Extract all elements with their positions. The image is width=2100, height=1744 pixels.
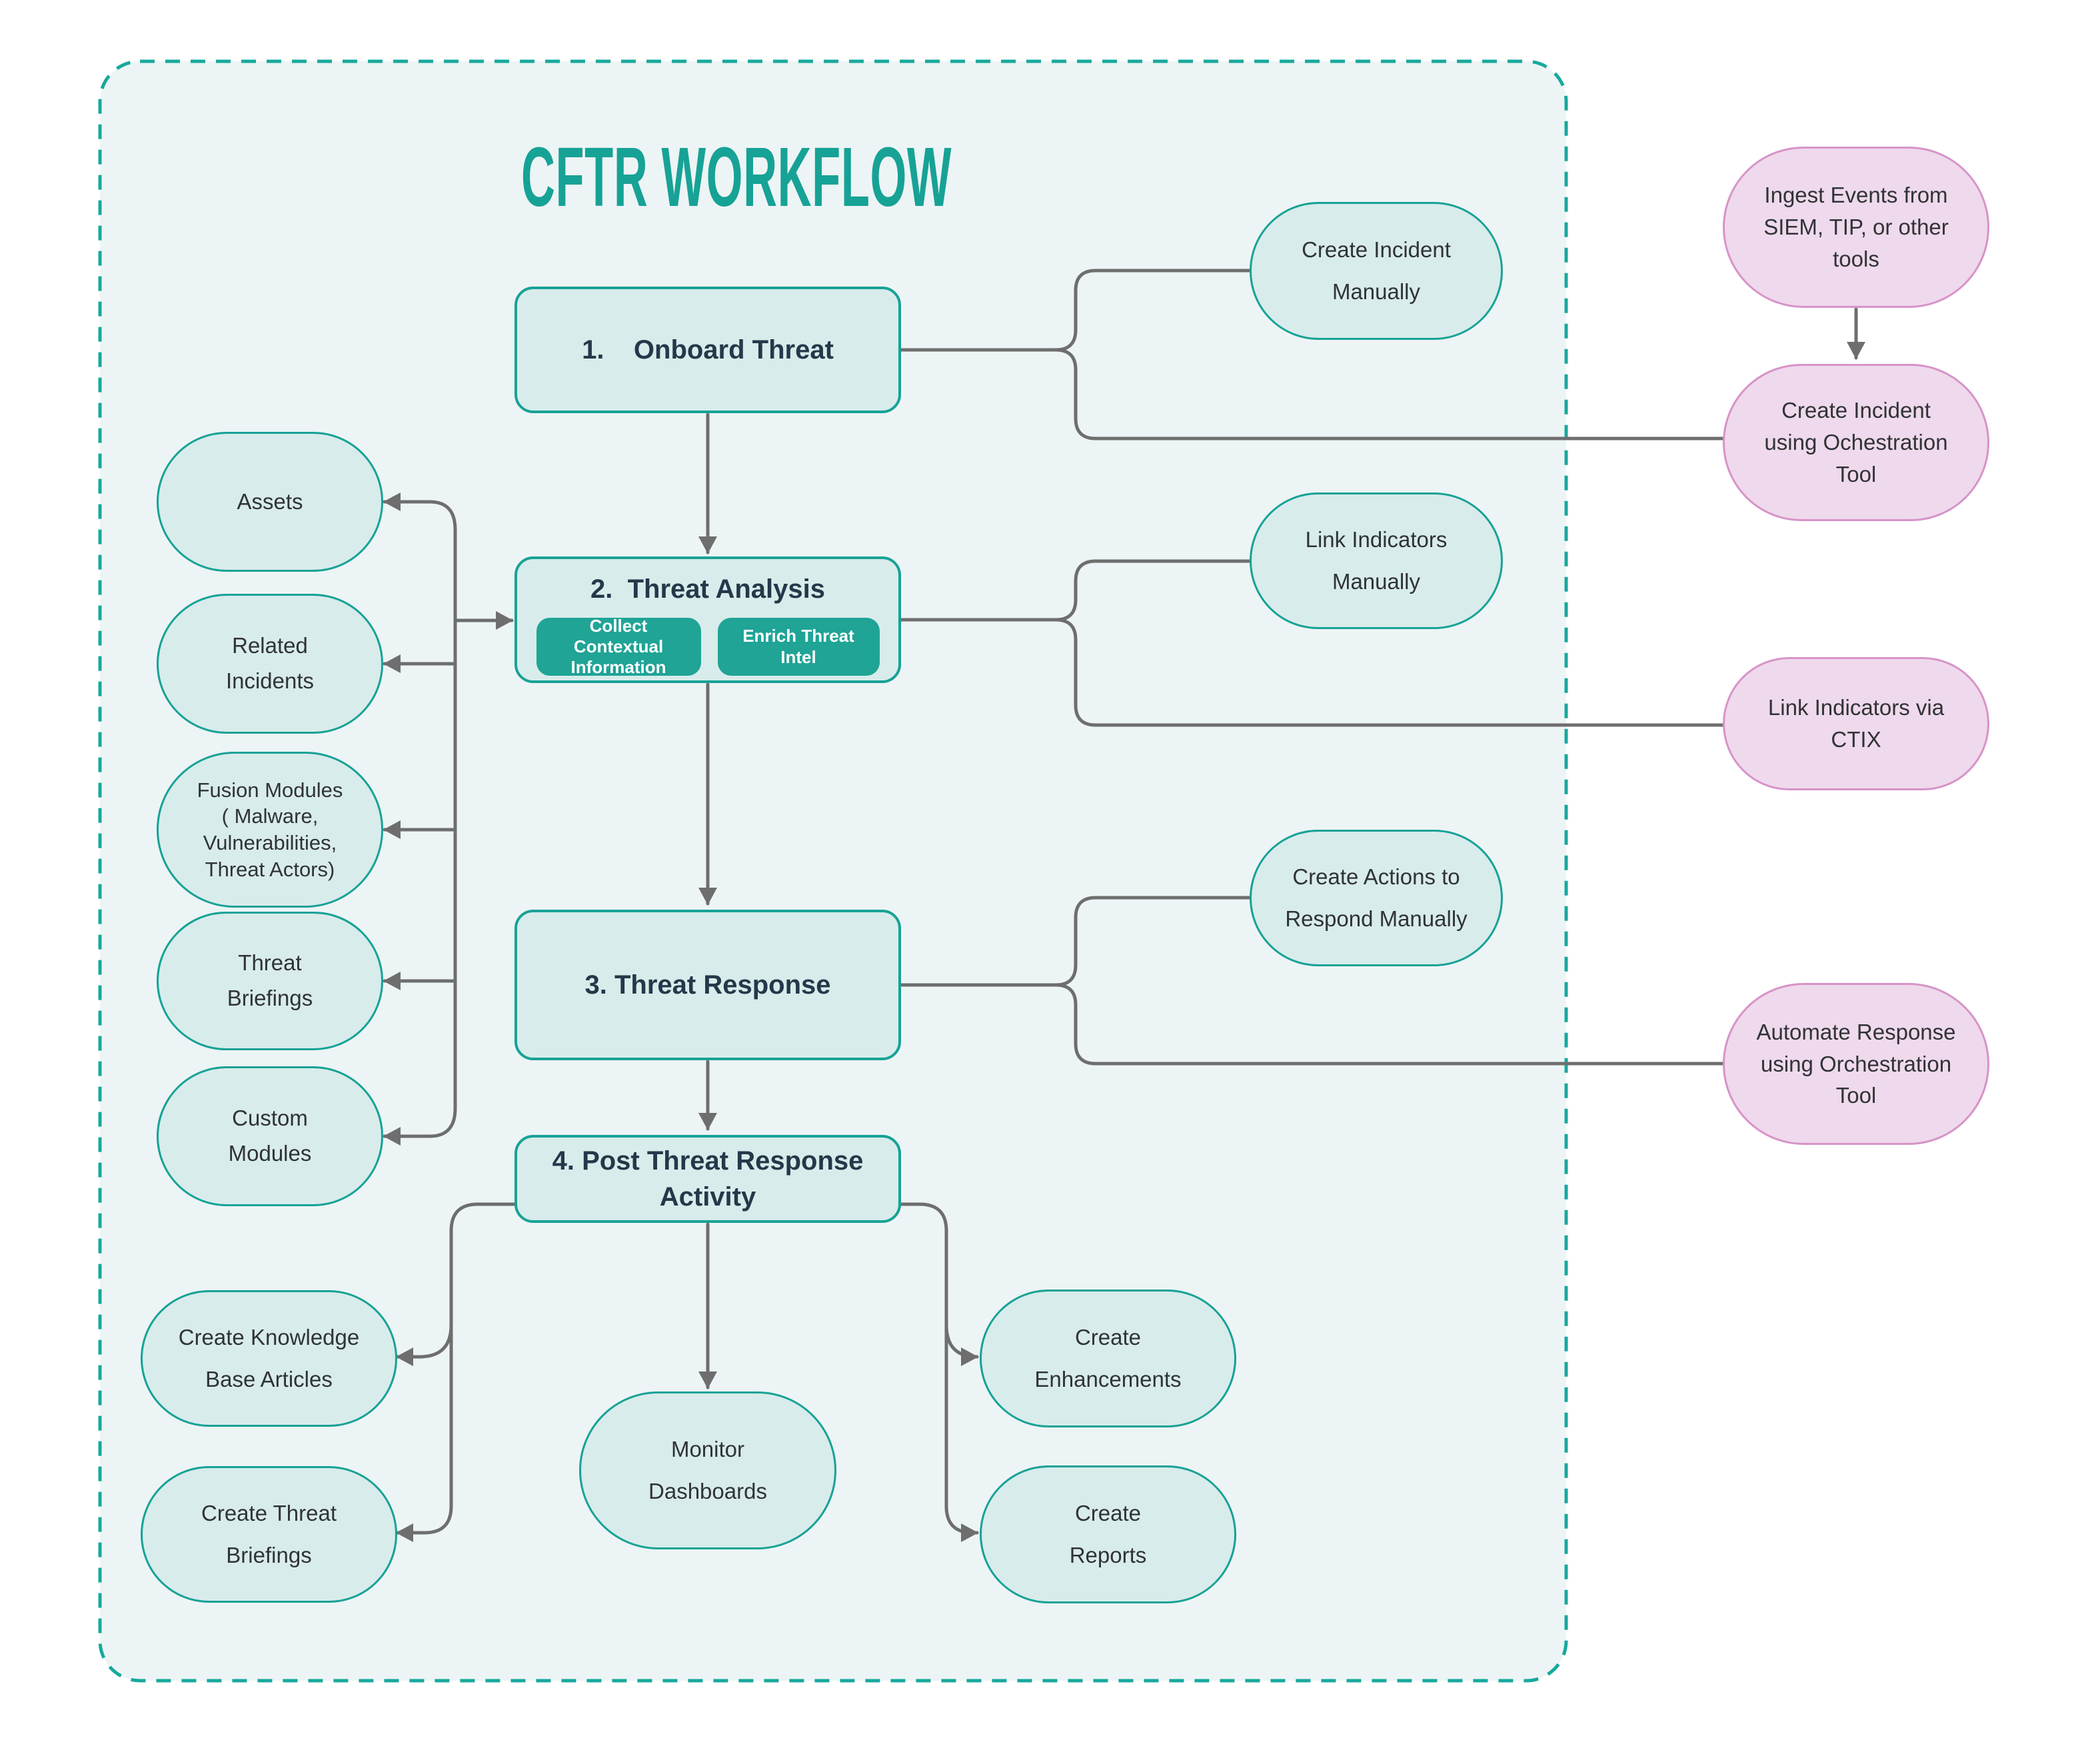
output-create-enhancements: Create Enhancements	[980, 1290, 1236, 1427]
step-threat-analysis-label: 2. Threat Analysis	[590, 574, 825, 604]
connector-response-to-automate-response	[1054, 983, 1726, 1066]
connector-post-to-create-threat-briefings	[395, 1202, 517, 1542]
action-create-actions-respond-manually: Create Actions to Respond Manually	[1250, 830, 1503, 966]
step-threat-response-label: 3. Threat Response	[584, 970, 831, 1000]
module-threat-briefings: Threat Briefings	[157, 912, 383, 1050]
step-threat-response: 3. Threat Response	[515, 910, 901, 1060]
workflow-container	[98, 59, 1568, 1683]
connector-analysis-to-link-indicators-manually	[899, 559, 1253, 622]
output-create-knowledge-base-articles: Create Knowledge Base Articles	[141, 1290, 397, 1427]
module-related-incidents: Related Incidents	[157, 594, 383, 734]
connector-onboard-to-orchestration-incident	[1054, 348, 1726, 440]
connector-to-assets	[383, 492, 457, 532]
step-post-threat-response-label: 4. Post Threat Response Activity	[552, 1146, 864, 1212]
step-onboard-threat: 1. Onboard Threat	[515, 287, 901, 413]
step-onboard-threat-label: 1. Onboard Threat	[582, 335, 834, 365]
connector-post-to-create-reports	[899, 1202, 979, 1542]
diagram-title: CFTR WORKFLOW	[521, 130, 952, 224]
orchestration-create-incident: Create Incident using Ochestration Tool	[1723, 364, 1989, 521]
step-post-threat-response: 4. Post Threat Response Activity	[515, 1135, 901, 1223]
orchestration-link-indicators-ctix: Link Indicators via CTIX	[1723, 657, 1989, 790]
output-create-threat-briefings: Create Threat Briefings	[141, 1466, 397, 1603]
module-custom-modules: Custom Modules	[157, 1066, 383, 1206]
connector-post-to-knowledge-base	[395, 1323, 453, 1366]
connector-response-to-create-actions	[899, 896, 1253, 987]
step-threat-analysis: 2. Threat Analysis Collect Contextual In…	[515, 556, 901, 683]
connector-onboard-to-create-incident-manually	[899, 269, 1253, 352]
orchestration-automate-response: Automate Response using Orchestration To…	[1723, 983, 1989, 1145]
collect-contextual-information-button: Collect Contextual Information	[536, 616, 701, 677]
output-monitor-dashboards: Monitor Dashboards	[579, 1391, 836, 1549]
output-create-reports: Create Reports	[980, 1465, 1236, 1603]
orchestration-ingest-events: Ingest Events from SIEM, TIP, or other t…	[1723, 147, 1989, 308]
threat-analysis-buttons: Collect Contextual Information Enrich Th…	[536, 616, 880, 677]
enrich-threat-intel-button: Enrich Threat Intel	[717, 618, 880, 676]
connector-to-custom-modules	[383, 1106, 457, 1146]
connector-post-to-create-enhancements	[944, 1323, 979, 1366]
module-assets: Assets	[157, 432, 383, 572]
connector-analysis-to-ctix	[1054, 618, 1726, 727]
action-link-indicators-manually: Link Indicators Manually	[1250, 492, 1503, 629]
module-fusion-modules: Fusion Modules ( Malware, Vulnerabilitie…	[157, 752, 383, 908]
action-create-incident-manually: Create Incident Manually	[1250, 202, 1503, 340]
